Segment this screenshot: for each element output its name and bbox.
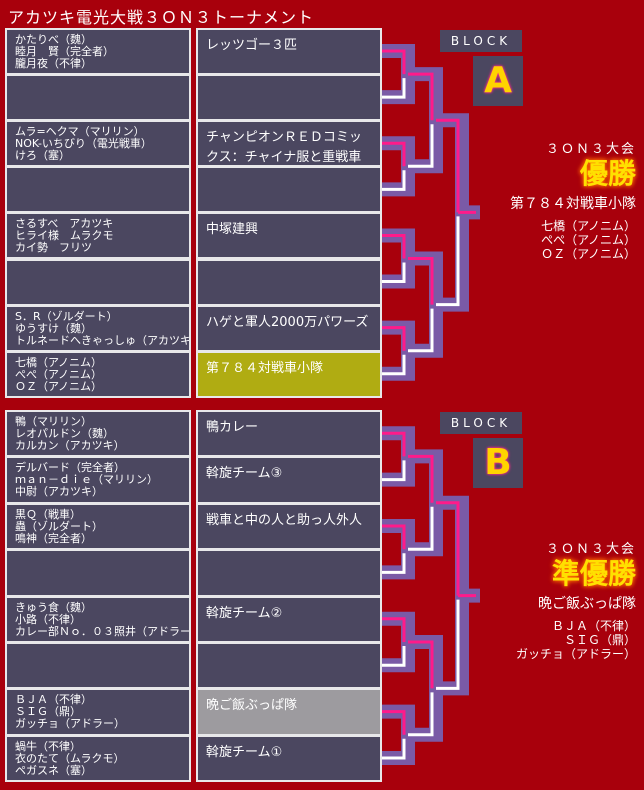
team-cell: 中塚建興 xyxy=(196,212,382,260)
bracket-loser-path xyxy=(408,124,434,168)
bracket-loser-path xyxy=(382,460,406,482)
team-cell: 晩ご飯ぶっぱ隊 xyxy=(196,688,382,736)
team-cell: 斡旋チーム① xyxy=(196,734,382,783)
member-cell: S．R（ゾルダート） ゆうすけ（魏） トルネードへきゃっしゅ（アカツキ） xyxy=(5,304,191,352)
team-cell: 戦車と中の人と助っ人外人 xyxy=(196,502,382,551)
member-cell: きゅう食（魏） 小路（不律） カレー部Ｎｏ．０３照井（アドラー） xyxy=(5,595,191,643)
bracket-loser-path xyxy=(382,78,406,99)
bracket-loser-path xyxy=(382,262,406,284)
bracket-loser-path xyxy=(382,354,406,376)
bracket-winner-path xyxy=(408,72,434,121)
member-cell xyxy=(5,166,191,214)
block-b-result: ３ＯＮ３大会 準優勝 晩ご飯ぶっぱ隊 ＢＪＡ（不律） ＳＩＧ（鼎） ガッチョ（ア… xyxy=(516,538,636,661)
bracket-winner-path xyxy=(436,501,460,596)
bracket-loser-path xyxy=(408,692,434,737)
bracket-loser-path xyxy=(408,308,434,353)
bracket-loser-path xyxy=(382,553,406,574)
member-cell: さるすべ アカツキ ヒライ様 ムラクモ カイ勢 フリツ xyxy=(5,212,191,260)
winner-members: 七橋（アノニム） ぺぺ（アノニム） ＯＺ（アノニム） xyxy=(541,219,636,261)
block-a-result: ３ＯＮ３大会 優勝 第７８４対戦車小隊 七橋（アノニム） ぺぺ（アノニム） ＯＺ… xyxy=(510,138,636,261)
bracket-loser-path xyxy=(436,216,460,307)
bracket-winner-path xyxy=(382,233,406,259)
event-name: ３ＯＮ３大会 xyxy=(545,542,636,557)
team-cell xyxy=(196,166,382,214)
bracket-winner-path xyxy=(382,524,406,550)
member-cell xyxy=(5,258,191,306)
rank-title: 準優勝 xyxy=(551,557,636,590)
block-a-label: BLOCK xyxy=(440,30,522,52)
block-b-letter: B xyxy=(473,438,523,488)
bracket-winner-path xyxy=(408,257,434,305)
block-a-letter: A xyxy=(473,56,523,106)
bracket-winner-path xyxy=(382,49,406,75)
page-title: アカツキ電光大戦３ＯＮ３トーナメント xyxy=(8,8,315,27)
member-cell: 黒Ｑ（戦車） 蟲（ゾルダート） 鳴神（完全者） xyxy=(5,502,191,551)
bracket-loser-path xyxy=(382,170,406,191)
block-b-label: BLOCK xyxy=(440,412,522,434)
team-cell: 斡旋チーム③ xyxy=(196,456,382,504)
rank-title: 優勝 xyxy=(579,157,636,190)
team-cell: 第７８４対戦車小隊 xyxy=(196,350,382,398)
member-cell: 七橋（アノニム） ぺぺ（アノニム） ＯＺ（アノニム） xyxy=(5,350,191,398)
bracket-loser-path xyxy=(436,599,460,690)
bracket-loser-path xyxy=(408,506,434,551)
bracket-winner-path xyxy=(382,431,406,457)
member-cell xyxy=(5,642,191,690)
member-cell: デルバード（完全者） ｍａｎ－ｄｉｅ（マリリン） 中尉（アカツキ） xyxy=(5,456,191,504)
runner-up-members: ＢＪＡ（不律） ＳＩＧ（鼎） ガッチョ（アドラー） xyxy=(515,619,636,661)
winner-team: 第７８４対戦車小隊 xyxy=(510,196,636,212)
team-cell xyxy=(196,642,382,690)
team-cell: レッツゴー３匹 xyxy=(196,28,382,76)
bracket-winner-path xyxy=(382,710,406,735)
member-cell: 鴨（マリリン） レオパルドン（魏） カルカン（アカツキ） xyxy=(5,410,191,458)
member-cell: ムラ=ヘクマ（マリリン） NOK-いちびり（電光戦車） けろ（塞） xyxy=(5,120,191,168)
bracket-winner-path xyxy=(408,640,434,689)
runner-up-team: 晩ご飯ぶっぱ隊 xyxy=(538,596,636,612)
bracket-loser-path xyxy=(382,738,406,760)
member-cell xyxy=(5,74,191,122)
member-cell: ＢＪＡ（不律） ＳＩＧ（鼎） ガッチョ（アドラー） xyxy=(5,688,191,736)
team-cell: チャンピオンＲＥＤコミックス：チャイナ服と重戦車 xyxy=(196,120,382,168)
bracket-winner-path xyxy=(382,326,406,351)
member-cell: 蝸牛（不律） 衣のたて（ムラクモ） ペガスネ（塞） xyxy=(5,734,191,783)
team-cell: 斡旋チーム② xyxy=(196,595,382,643)
member-cell: かたりべ（魏） 睦月 賢（完全者） 朧月夜（不律） xyxy=(5,28,191,76)
bracket-winner-path xyxy=(382,617,406,642)
bracket-winner-path xyxy=(382,141,406,167)
team-cell xyxy=(196,74,382,122)
team-cell: ハゲと軍人2000万パワーズ xyxy=(196,304,382,352)
bracket-winner-path xyxy=(408,454,434,503)
bracket-winner-path xyxy=(436,118,460,213)
member-cell xyxy=(5,549,191,597)
team-cell xyxy=(196,549,382,597)
team-cell xyxy=(196,258,382,306)
event-name: ３ＯＮ３大会 xyxy=(545,142,636,157)
team-cell: 鴨カレー xyxy=(196,410,382,458)
bracket-loser-path xyxy=(382,646,406,667)
